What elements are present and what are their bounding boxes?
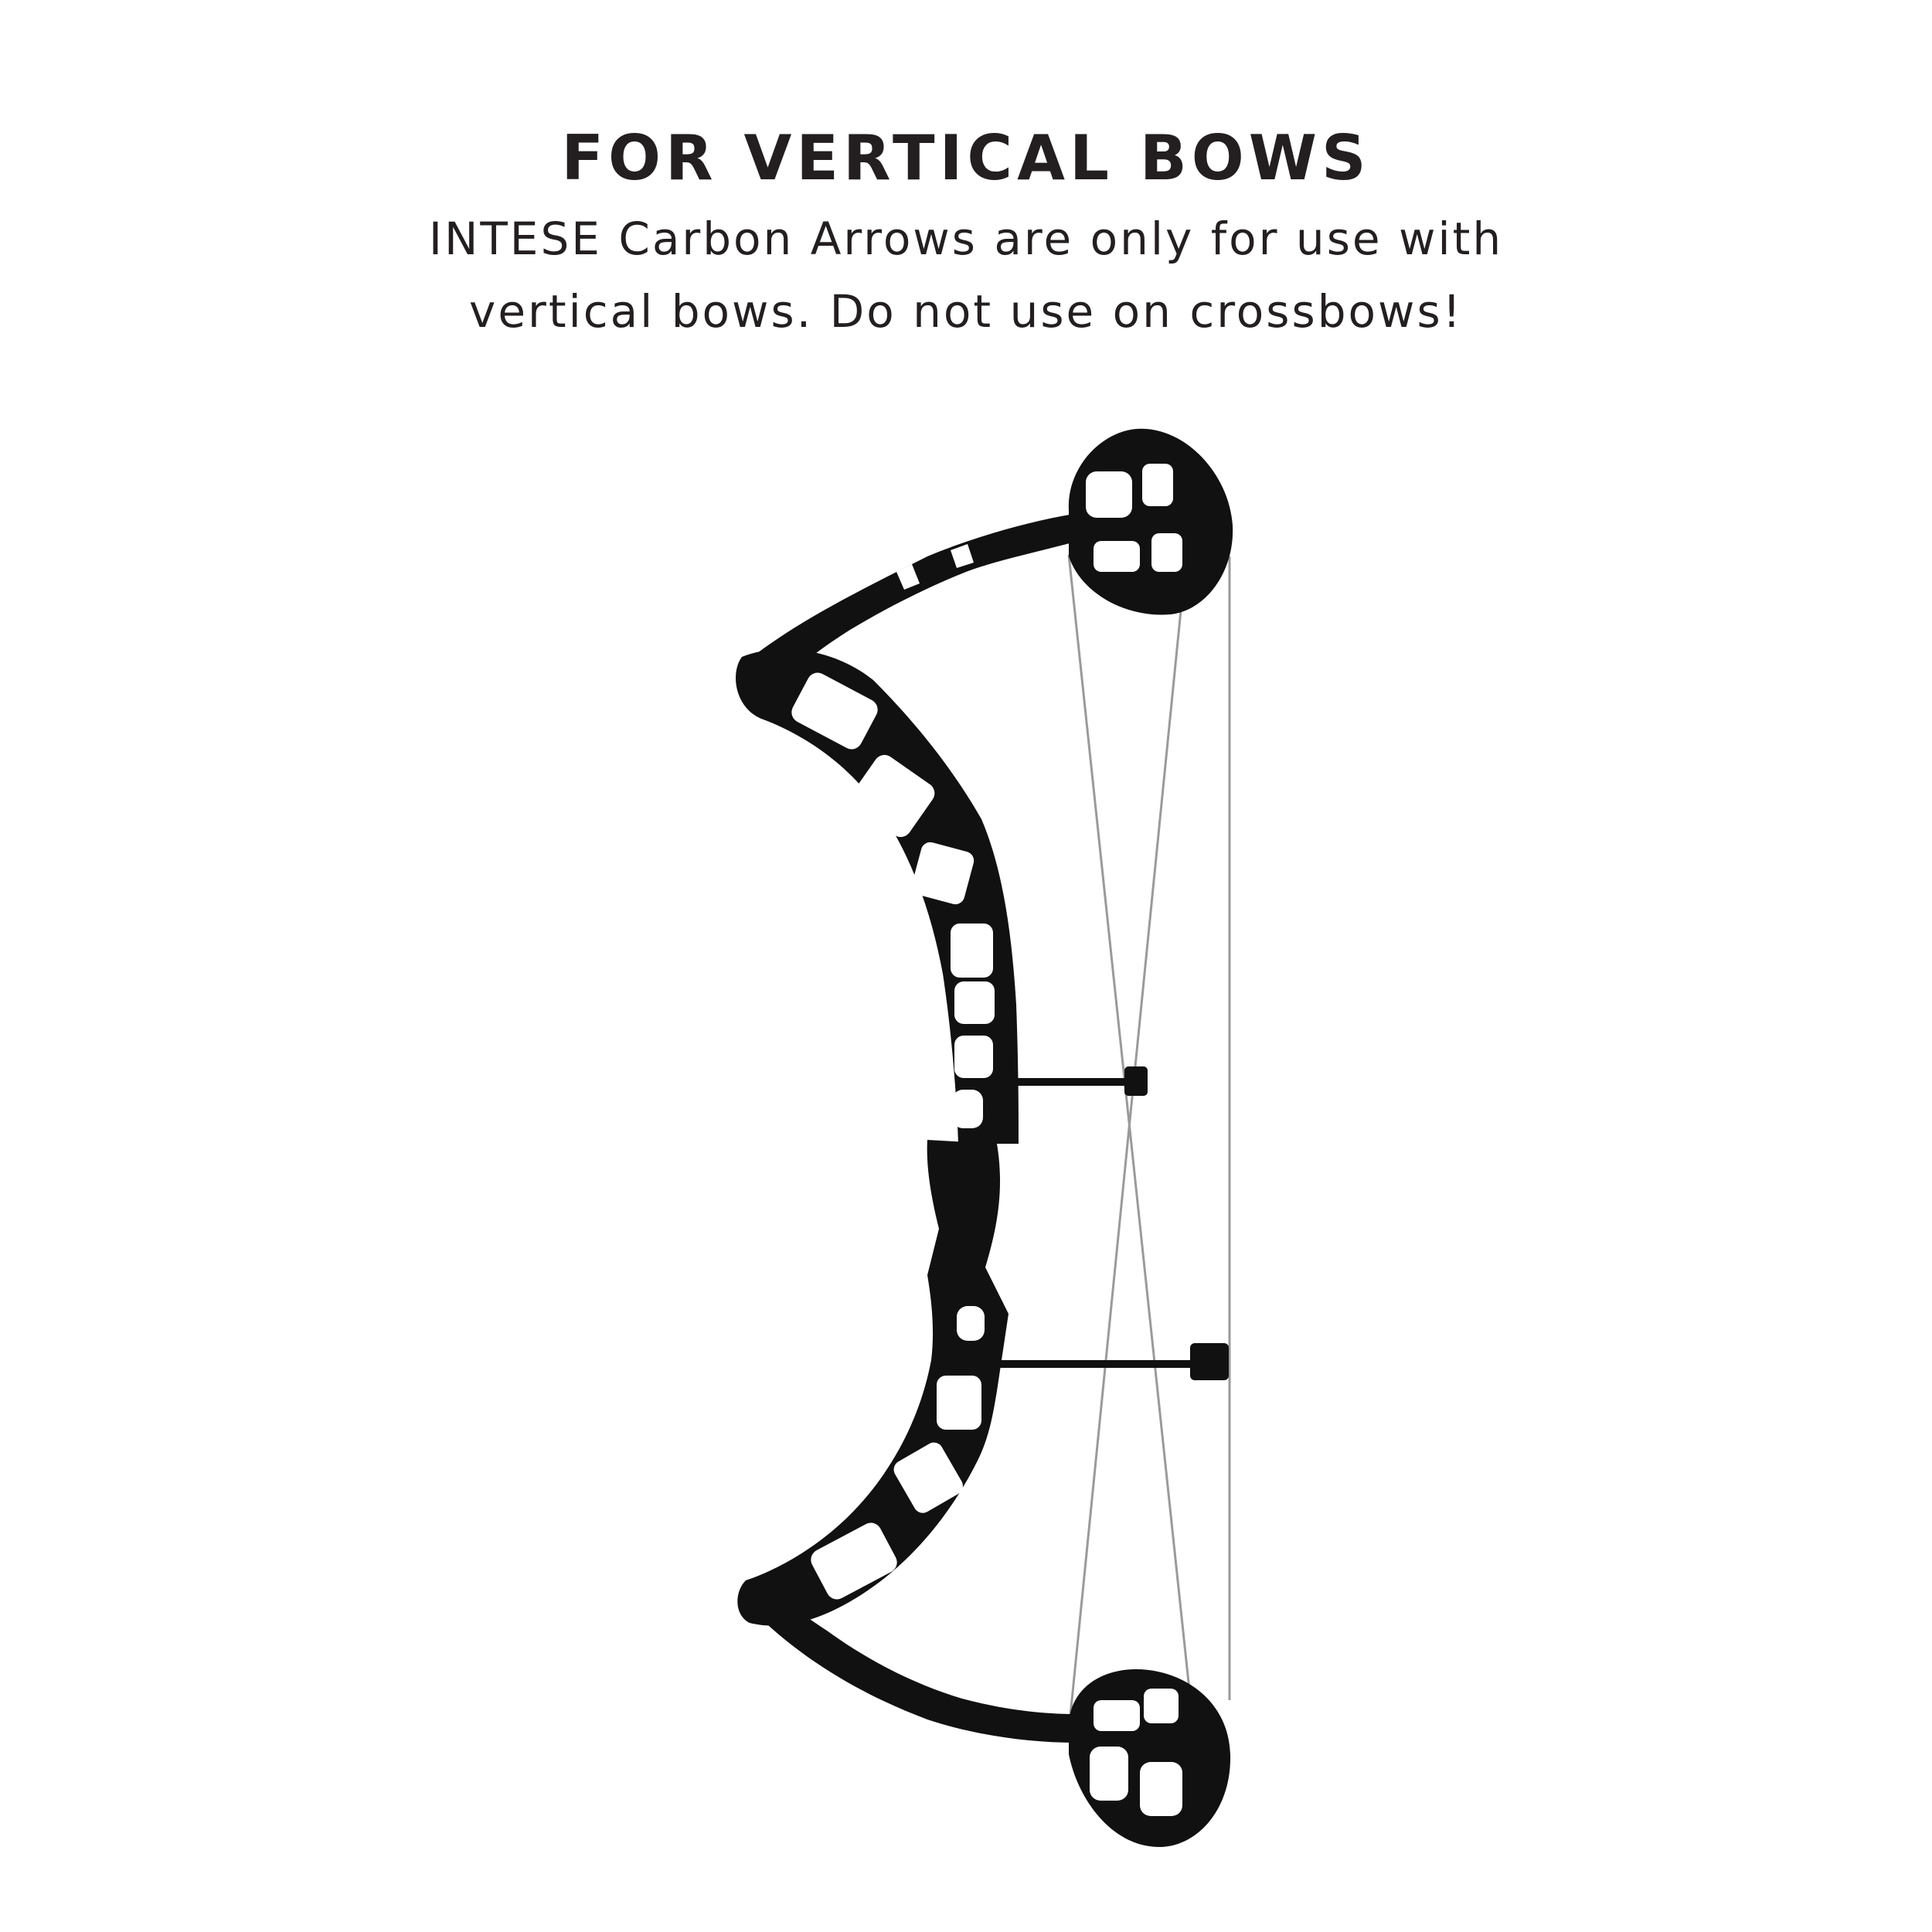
bow-riser	[736, 428, 1233, 1847]
header: FOR VERTICAL BOWS INTESE Carbon Arrows a…	[0, 116, 1932, 346]
bow-strings	[1067, 554, 1231, 1734]
description-line-1: INTESE Carbon Arrows are only for use wi…	[428, 213, 1504, 265]
riser-cutouts	[791, 464, 1182, 1816]
description-line-2: vertical bows. Do not use on crossbows!	[469, 285, 1463, 338]
headline: FOR VERTICAL BOWS	[561, 122, 1371, 194]
